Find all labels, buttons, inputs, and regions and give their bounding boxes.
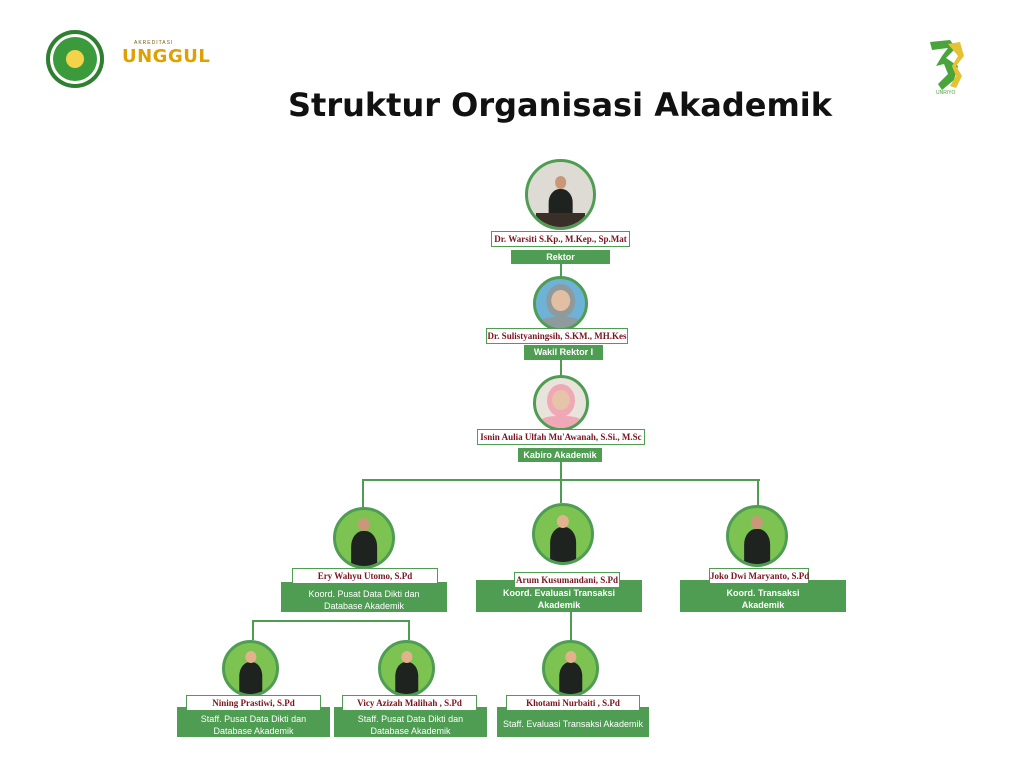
rektor-name: Dr. Warsiti S.Kp., M.Kep., Sp.Mat: [491, 231, 630, 247]
unggul-accreditation-logo: AKREDITASI UNGGUL: [122, 40, 211, 67]
warek1-photo: [533, 276, 588, 331]
kabiro-photo: [533, 375, 589, 431]
koord-pddikti-name: Ery Wahyu Utomo, S.Pd: [292, 568, 438, 584]
koord-pddikti-photo: [333, 507, 395, 569]
staff1-name: Nining Prastiwi, S.Pd: [186, 695, 321, 711]
koord-transaksi-name: Joko Dwi Maryanto, S.Pd: [709, 568, 809, 584]
connector: [560, 462, 562, 480]
warek1-name: Dr. Sulistyaningsih, S.KM., MH.Kes: [486, 328, 628, 344]
connector: [560, 479, 562, 503]
staff3-name: Khotami Nurbaiti , S.Pd: [506, 695, 640, 711]
koord-evaluasi-photo: [532, 503, 594, 565]
connector: [362, 479, 364, 507]
staff2-role: Staff. Pusat Data Dikti dan Database Aka…: [334, 707, 487, 737]
kabiro-name: Isnin Aulia Ulfah Mu'Awanah, S.Si., M.Sc: [477, 429, 645, 445]
connector: [252, 620, 254, 640]
staff3-photo: [542, 640, 599, 697]
staff2-name: Vicy Azizah Malihah , S.Pd: [342, 695, 477, 711]
warek1-role: Wakil Rektor I: [524, 345, 603, 360]
connector: [252, 620, 410, 622]
connector: [757, 479, 759, 507]
unggul-logo-text: UNGGUL: [122, 46, 211, 67]
staff2-photo: [378, 640, 435, 697]
staff3-role: Staff. Evaluasi Transaksi Akademik: [497, 707, 649, 737]
connector: [408, 620, 410, 640]
svg-text:UNRIYO: UNRIYO: [936, 90, 956, 96]
staff1-photo: [222, 640, 279, 697]
kabiro-role: Kabiro Akademik: [518, 448, 602, 462]
koord-evaluasi-name: Arum Kusumandani, S.Pd: [514, 572, 620, 588]
koord-transaksi-photo: [726, 505, 788, 567]
connector: [560, 360, 562, 376]
koord-pddikti-role: Koord. Pusat Data Dikti dan Database Aka…: [281, 582, 447, 612]
connector: [570, 612, 572, 640]
staff1-role: Staff. Pusat Data Dikti dan Database Aka…: [177, 707, 330, 737]
page-title: Struktur Organisasi Akademik: [287, 86, 833, 124]
rektor-photo: [525, 159, 596, 230]
rektor-role: Rektor: [511, 250, 610, 264]
koord-transaksi-role: Koord. Transaksi Akademik: [680, 580, 846, 612]
university-logo: [46, 30, 104, 88]
connector: [560, 264, 562, 278]
right-brand-logo: UNRIYO: [930, 40, 964, 96]
